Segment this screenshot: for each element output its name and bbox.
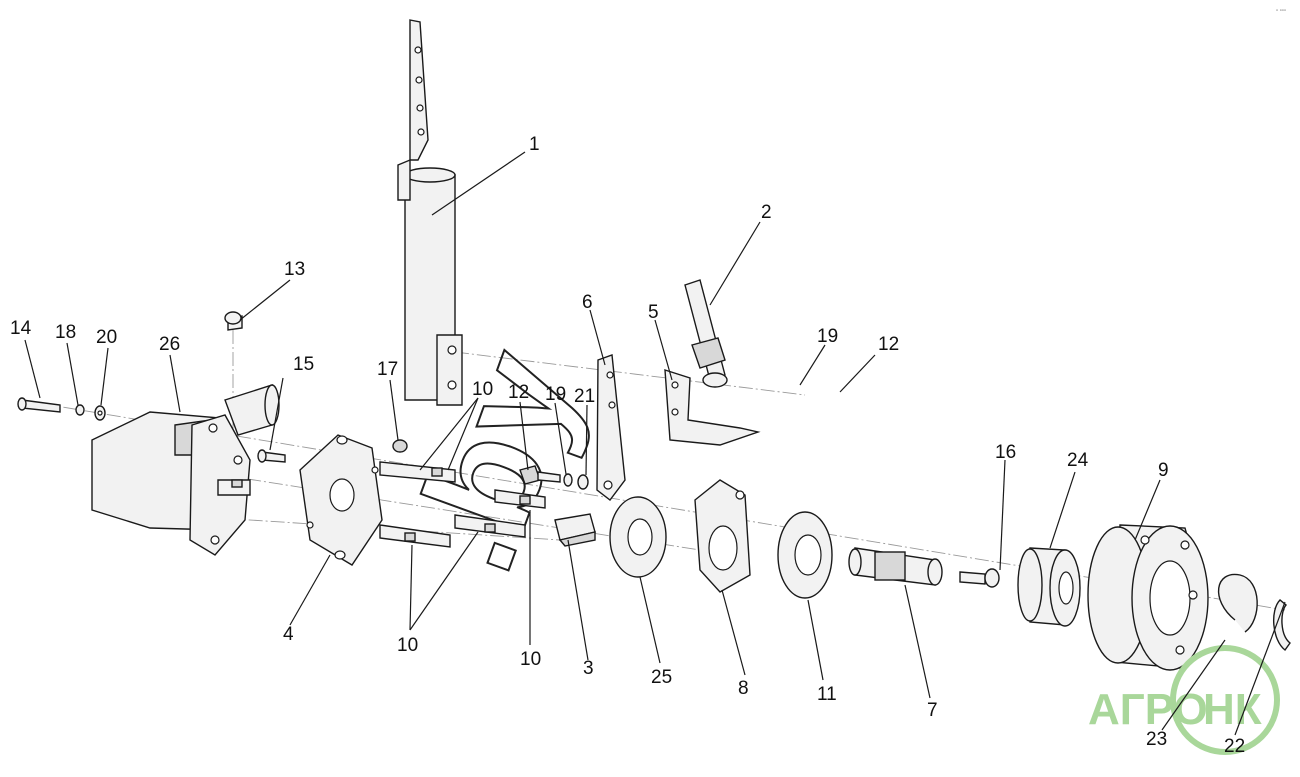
bolt-12-left — [519, 465, 561, 485]
callout-22: 22 — [1224, 736, 1245, 757]
callout-9: 9 — [1158, 460, 1169, 481]
washer-21 — [577, 474, 589, 490]
circlip-23 — [1218, 573, 1258, 633]
callout-10-middle: 10 — [520, 649, 541, 670]
pin-13 — [224, 311, 243, 331]
callout-12-right: 12 — [878, 334, 899, 355]
callout-25: 25 — [651, 667, 672, 688]
washer-25 — [609, 496, 667, 578]
washer-19-left — [563, 473, 573, 487]
ring-11 — [777, 511, 833, 599]
callout-1: 1 — [529, 134, 540, 155]
bearing-24 — [1017, 547, 1081, 627]
callout-4: 4 — [283, 624, 294, 645]
part-26-motor — [91, 384, 280, 556]
part-4-flange — [299, 434, 383, 566]
callout-26: 26 — [159, 334, 180, 355]
callout-18: 18 — [55, 322, 76, 343]
callout-19-right: 19 — [817, 326, 838, 347]
callout-14: 14 — [10, 318, 32, 339]
logo-right-text: НК — [1203, 685, 1262, 734]
part-8-lever — [694, 479, 751, 593]
circlip-22 — [1273, 599, 1291, 651]
callout-6: 6 — [582, 292, 593, 313]
callout-5: 5 — [648, 302, 659, 323]
screw-16 — [959, 568, 1000, 588]
key-3 — [554, 513, 596, 547]
callout-2: 2 — [761, 202, 772, 223]
callout-7: 7 — [927, 700, 938, 721]
logo-left-text: АГРО — [1088, 685, 1208, 734]
callout-21: 21 — [574, 386, 595, 407]
callout-17: 17 — [377, 359, 398, 380]
part-6-bracket — [596, 354, 626, 501]
part-1-tube — [397, 19, 463, 406]
part-2-sensor — [684, 279, 728, 388]
callout-12-left: 12 — [508, 382, 529, 403]
callout-11: 11 — [817, 684, 837, 705]
nut-17 — [392, 439, 408, 453]
callout-15: 15 — [293, 354, 314, 375]
bolt-14 — [17, 397, 61, 413]
callout-3: 3 — [583, 658, 594, 679]
corner-mark: ▫ ▫▫▫ — [1276, 8, 1286, 14]
part-5-sensor-bracket — [664, 369, 761, 446]
callout-10-top: 10 — [472, 379, 493, 400]
callout-8: 8 — [738, 678, 749, 699]
callout-13: 13 — [284, 259, 305, 280]
callout-23: 23 — [1146, 729, 1167, 750]
hub-9 — [1087, 524, 1209, 671]
callout-24: 24 — [1067, 450, 1089, 471]
pins-10 — [379, 461, 546, 548]
part-7-coupling — [848, 547, 943, 586]
leader-lines — [24, 151, 1286, 736]
callout-16: 16 — [995, 442, 1016, 463]
callout-10-bottom: 10 — [397, 635, 418, 656]
callout-numbers: 1 2 3 4 5 6 7 8 9 10 10 10 10 11 12 12 1… — [10, 134, 1245, 757]
screw-15 — [257, 449, 286, 463]
washer-18 — [75, 404, 85, 416]
callout-20: 20 — [96, 327, 117, 348]
callout-19-left: 19 — [545, 384, 566, 405]
